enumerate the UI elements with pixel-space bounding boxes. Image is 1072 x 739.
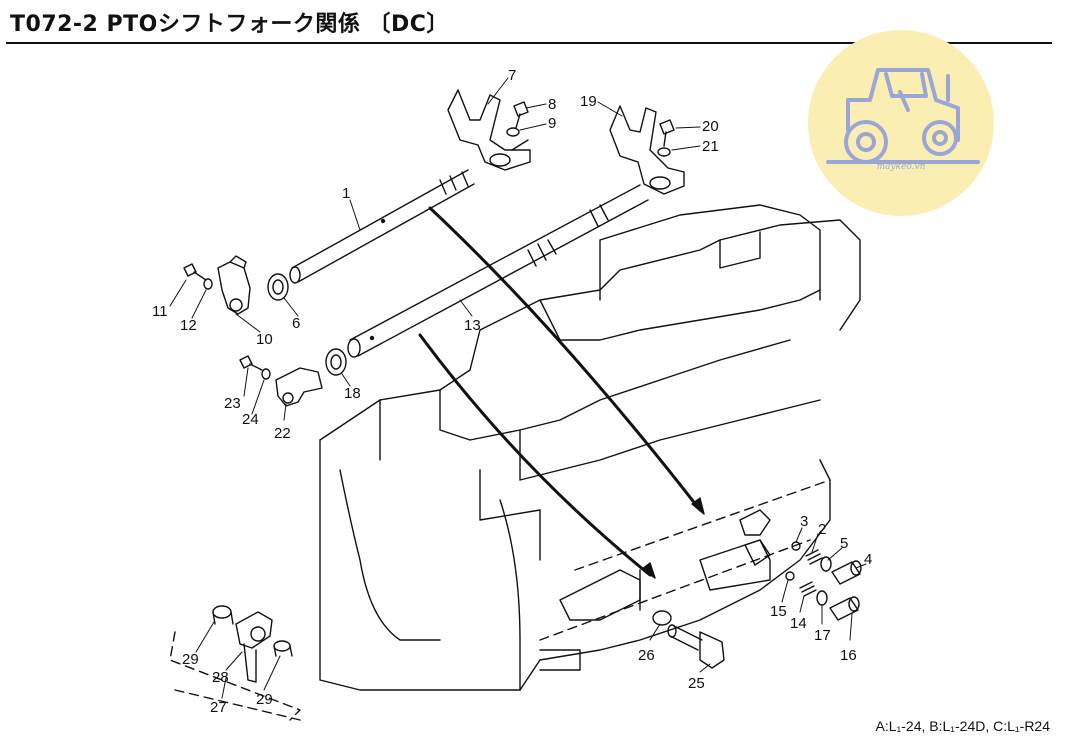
label-part-15: 15 (770, 603, 787, 620)
bolt-11 (183, 263, 207, 281)
label-part-11: 11 (152, 303, 168, 320)
label-part-3: 3 (800, 513, 808, 530)
label-part-23: 23 (224, 395, 241, 412)
bolt-20 (659, 119, 675, 147)
oil-seal-18 (325, 348, 347, 376)
label-part-6: 6 (292, 315, 300, 332)
label-part-4: 4 (864, 551, 872, 568)
label-part-17: 17 (814, 627, 831, 644)
washer-24 (261, 368, 271, 380)
label-part-24: 24 (242, 411, 259, 428)
bolt-8 (513, 101, 529, 129)
spring-2 (805, 549, 823, 565)
label-part-5: 5 (840, 535, 848, 552)
model-variants-note: A:L₁-24, B:L₁-24D, C:L₁-R24 (875, 718, 1050, 734)
arrow-head-upper (691, 497, 705, 515)
label-part-21: 21 (702, 138, 719, 155)
shift-rod-13 (347, 184, 649, 358)
label-part-1: 1 (342, 185, 350, 202)
label-part-10: 10 (256, 331, 273, 348)
label-part-27: 27 (210, 699, 227, 716)
label-part-14: 14 (790, 615, 807, 632)
shift-rod-1 (289, 169, 475, 284)
assembly-guide-lines (169, 479, 831, 721)
washer-21 (657, 147, 671, 157)
title-rule (6, 42, 1052, 44)
oil-seal-6 (267, 273, 289, 301)
label-part-9: 9 (548, 115, 556, 132)
washer-5 (820, 556, 832, 572)
shaft-25 (667, 624, 725, 669)
ball-15 (785, 571, 795, 581)
label-part-18: 18 (344, 385, 361, 402)
shift-arm-10 (217, 255, 251, 315)
leader-lines (169, 77, 867, 699)
shift-arm-22 (275, 367, 323, 407)
bushing-29-upper (212, 605, 234, 625)
label-part-28: 28 (212, 669, 229, 686)
washer-9 (506, 127, 520, 137)
label-part-29-upper: 29 (182, 651, 199, 668)
tractor-icon (826, 68, 980, 164)
label-part-25: 25 (688, 675, 705, 692)
page-title: T072-2 PTOシフトフォーク関係 〔DC〕 (10, 12, 449, 37)
label-part-29-lower: 29 (256, 691, 273, 708)
label-part-22: 22 (274, 425, 291, 442)
arrow-head-lower (641, 562, 656, 579)
part-number-labels: 7 8 9 19 20 21 1 11 12 10 6 13 23 24 22 … (152, 67, 872, 716)
plug-16 (829, 596, 860, 621)
insertion-arrows (418, 206, 702, 577)
label-part-2: 2 (818, 521, 826, 538)
label-part-13: 13 (464, 317, 481, 334)
watermark-logo: maykeo.vn (808, 30, 994, 216)
bolt-23 (239, 355, 263, 371)
label-part-16: 16 (840, 647, 857, 664)
transmission-case (319, 204, 861, 691)
lever-28 (235, 611, 273, 683)
shift-fork-19 (609, 105, 685, 195)
label-part-20: 20 (702, 118, 719, 135)
shift-fork-7 (447, 89, 531, 171)
bushing-29-lower (273, 640, 293, 657)
label-part-26: 26 (638, 647, 655, 664)
label-part-7: 7 (508, 67, 516, 84)
washer-12 (203, 278, 213, 290)
o-ring-26 (652, 610, 672, 626)
plug-4 (831, 560, 862, 585)
label-part-8: 8 (548, 96, 556, 113)
logo-text: maykeo.vn (876, 162, 926, 172)
spring-14 (799, 581, 817, 597)
label-part-19: 19 (580, 93, 597, 110)
label-part-12: 12 (180, 317, 197, 334)
washer-17 (816, 590, 828, 606)
